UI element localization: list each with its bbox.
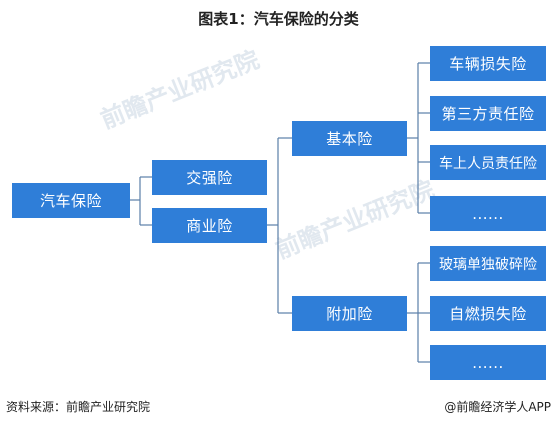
brand-note: @前瞻经济学人APP — [444, 400, 551, 414]
node-compulsory-insurance: 交强险 — [152, 160, 267, 195]
node-additional-insurance: 附加险 — [292, 296, 407, 331]
node-third-party-liability: 第三方责任险 — [430, 96, 546, 131]
node-spontaneous-combustion: 自燃损失险 — [430, 296, 546, 331]
chart-title: 图表1：汽车保险的分类 — [198, 10, 359, 28]
node-passenger-liability: 车上人员责任险 — [430, 145, 546, 180]
node-additional-more: ...... — [430, 345, 546, 380]
node-basic-more: ...... — [430, 196, 546, 231]
node-glass-breakage: 玻璃单独破碎险 — [430, 246, 546, 281]
source-note: 资料来源：前瞻产业研究院 — [6, 400, 151, 414]
node-vehicle-damage: 车辆损失险 — [430, 46, 546, 81]
node-commercial-insurance: 商业险 — [152, 208, 267, 243]
node-basic-insurance: 基本险 — [292, 121, 407, 156]
node-auto-insurance: 汽车保险 — [12, 183, 130, 218]
